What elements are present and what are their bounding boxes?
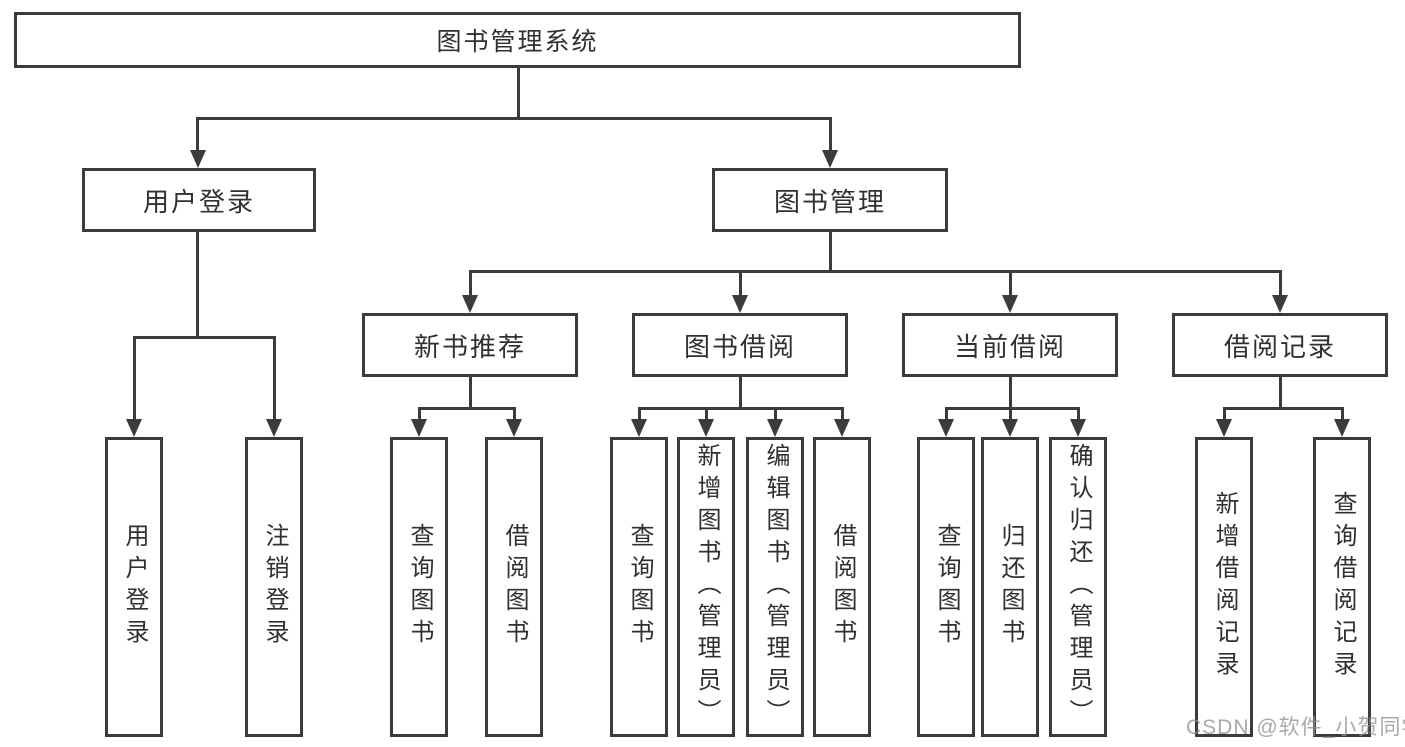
arrow-down-icon [411,419,427,437]
node-label: 新书推荐 [413,331,526,362]
leaf-label: 查询图书 [406,523,433,651]
connector-line [638,407,844,410]
connector-line [1223,407,1344,410]
connector-line [418,407,421,421]
node-label: 图书管理 [773,186,886,217]
csdn-watermark: CSDN @软件_小贺同学 [1186,716,1405,739]
leaf-label: 归还图书 [997,523,1024,651]
arrow-down-icon [1070,419,1086,437]
connector-line [739,375,742,409]
connector-line [1223,407,1226,421]
leaf-records-add-record: 新增借阅记录 [1195,437,1253,737]
arrow-down-icon [1334,419,1350,437]
leaf-label: 确认归还（管理员） [1065,443,1092,731]
arrow-down-icon [822,150,838,168]
connector-line [829,117,832,152]
leaf-borrow-borrow-book: 借阅图书 [813,437,871,737]
connector-line [1341,407,1344,421]
leaf-borrow-edit-book-admin: 编辑图书（管理员） [746,437,804,737]
arrow-down-icon [462,295,478,313]
connector-line [774,407,777,421]
node-book-management-branch: 图书管理 [712,168,948,232]
leaf-label: 新增借阅记录 [1211,491,1238,683]
arrow-down-icon [1002,295,1018,313]
connector-line [1077,407,1080,421]
arrow-down-icon [834,419,850,437]
leaf-borrow-search-book: 查询图书 [610,437,668,737]
leaf-borrow-add-book-admin: 新增图书（管理员） [677,437,735,737]
connector-line [469,375,472,409]
arrow-down-icon [266,419,282,437]
connector-line [196,117,832,120]
node-borrow-records: 借阅记录 [1172,313,1388,377]
leaf-logout-login: 注销登录 [245,437,303,737]
connector-line [829,230,832,272]
node-user-login-branch: 用户登录 [82,168,316,232]
connector-line [841,407,844,421]
leaf-current-search-book: 查询图书 [917,437,975,737]
leaf-label: 编辑图书（管理员） [762,443,789,731]
leaf-user-login: 用户登录 [105,437,163,737]
leaf-label: 查询图书 [626,523,653,651]
node-label: 借阅记录 [1223,331,1336,362]
connector-line [705,407,708,421]
arrow-down-icon [1216,419,1232,437]
connector-line [638,407,641,421]
leaf-label: 注销登录 [261,523,288,651]
node-label: 用户登录 [142,186,255,217]
leaf-label: 借阅图书 [829,523,856,651]
connector-line [1279,270,1282,297]
arrow-down-icon [126,419,142,437]
connector-line [196,230,199,338]
leaf-current-confirm-return-admin: 确认归还（管理员） [1049,437,1107,737]
arrow-down-icon [631,419,647,437]
connector-line [1279,375,1282,409]
arrow-down-icon [698,419,714,437]
arrow-down-icon [506,419,522,437]
connector-line [469,270,472,297]
connector-line [196,117,199,152]
node-current-borrow: 当前借阅 [902,313,1118,377]
connector-line [133,336,136,421]
leaf-newbooks-borrow-book: 借阅图书 [485,437,543,737]
connector-line [513,407,516,421]
leaf-label: 借阅图书 [501,523,528,651]
leaf-current-return-book: 归还图书 [981,437,1039,737]
connector-line [1009,270,1012,297]
node-label: 当前借阅 [953,331,1066,362]
arrow-down-icon [1272,295,1288,313]
node-new-book-recommend: 新书推荐 [362,313,578,377]
connector-line [1009,375,1012,409]
node-label: 图书管理系统 [436,28,599,56]
arrow-down-icon [1002,419,1018,437]
leaf-label: 用户登录 [121,523,148,651]
arrow-down-icon [732,295,748,313]
leaf-records-search-record: 查询借阅记录 [1313,437,1371,737]
connector-line [273,336,276,421]
arrow-down-icon [938,419,954,437]
connector-line [945,407,1080,410]
connector-line [469,270,1282,273]
node-root-library-system: 图书管理系统 [14,12,1021,68]
connector-line [418,407,516,410]
connector-line [133,336,276,339]
leaf-label: 查询借阅记录 [1329,491,1356,683]
connector-line [945,407,948,421]
node-book-borrow: 图书借阅 [632,313,848,377]
arrow-down-icon [767,419,783,437]
leaf-label: 新增图书（管理员） [693,443,720,731]
connector-line [517,66,520,120]
connector-line [739,270,742,297]
arrow-down-icon [190,150,206,168]
leaf-label: 查询图书 [933,523,960,651]
node-label: 图书借阅 [683,331,796,362]
connector-line [1009,407,1012,421]
leaf-newbooks-search-book: 查询图书 [390,437,448,737]
